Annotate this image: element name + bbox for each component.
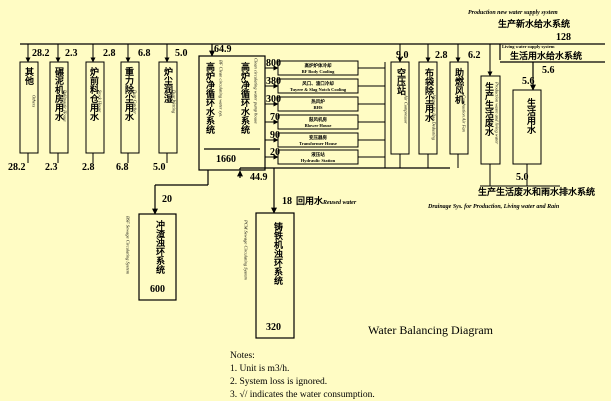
- supply-mains: [20, 43, 605, 91]
- sewage-systems: [138, 168, 295, 339]
- consumer-label-cn: 重力除尘用水: [124, 66, 135, 122]
- circ-user-label-en: Transformer House: [299, 141, 337, 146]
- right-consumer-en: Water for Bag Dedusting: [432, 95, 437, 141]
- circ-user-label-en: Hydraulic Station: [301, 158, 336, 163]
- circ-user-label-cn: 液压站: [311, 151, 325, 158]
- bf-circ-system: [152, 44, 450, 215]
- right-consumer-flow: 2.8: [435, 50, 448, 61]
- notes-header: Notes:: [230, 351, 255, 361]
- production-supply-en: Production new water supply system: [468, 10, 558, 16]
- circ-user-label-en: BF Body Cooling: [302, 69, 336, 74]
- note-item: 3. √/ indicates the water consumption.: [230, 389, 375, 400]
- right-consumer-en: Combustion Air Fan: [462, 95, 467, 133]
- consumer-box-others: [19, 61, 39, 154]
- circ-user-label-cn: 风口、渣口冷却: [302, 80, 334, 87]
- consumer-outflow: 28.2: [8, 162, 26, 173]
- circ-user-label-cn: 变压器房: [309, 134, 327, 141]
- right-consumer-cn: 助燃风机: [454, 67, 465, 105]
- bsf-sewage-cn: 冲渣浊环系统: [155, 219, 166, 275]
- bf-circ-return-flow: 44.9: [250, 172, 268, 183]
- consumer-label-en: Dust Wetting: [172, 89, 177, 114]
- circ-user-flow: 70: [270, 112, 280, 123]
- circ-user-flow: 300: [266, 94, 281, 105]
- consumer-inflow: 28.2: [32, 48, 50, 59]
- circ-user-flow: 800: [266, 58, 281, 69]
- living-supply-flow: 5.6: [542, 65, 555, 76]
- consumer-box-dust-catcher: [120, 61, 140, 154]
- prod-living-box-flow: 5.0: [516, 172, 529, 183]
- bf-circ-label-en2: Clean circulating water pump house: [254, 58, 259, 124]
- supply-total-flow: 128: [556, 32, 571, 43]
- drainage-en: Drainage Sys. for Production, Living wat…: [427, 204, 560, 210]
- right-consumer-flow: 6.2: [468, 50, 481, 61]
- consumer-inflow: 2.8: [103, 48, 116, 59]
- circ-user-label-cn: 热风炉: [311, 98, 325, 105]
- circ-user-label-en: Blower House: [305, 123, 332, 128]
- consumer-label-cn: 其他: [24, 66, 35, 86]
- consumer-outflow: 6.8: [116, 162, 129, 173]
- bsf-sewage-en: BSF Sewage Circulating System: [126, 216, 131, 275]
- circ-user-flow: 380: [266, 76, 281, 87]
- living-supply-cn: 生活用水给水系统: [510, 50, 582, 61]
- bf-circ-box: [198, 55, 266, 171]
- pcm-reuse-en: Reused water: [322, 200, 357, 206]
- circ-user-label-cn: 鼓风机房: [309, 116, 327, 123]
- consumer-box-ballmastir: [49, 61, 69, 154]
- production-supply-cn: 生产新水给水系统: [498, 18, 570, 29]
- bf-circ-label-cn2: 高炉净循环水系统: [240, 61, 251, 135]
- consumer-label-en: Ballmastir House: [63, 90, 68, 122]
- bf-circ-inflow: 64.9: [214, 44, 232, 55]
- bf-circ-blowdown: 20: [162, 194, 172, 205]
- circ-user-label-cn: 高炉炉体冷却: [305, 62, 332, 69]
- pcm-sewage-volume: 320: [266, 322, 281, 333]
- circ-user-label-en: Tuyere & Slag Notch Cooling: [290, 87, 347, 92]
- right-consumers: [390, 44, 560, 187]
- consumer-box-combustion-fan: [449, 61, 469, 155]
- left-consumers: [19, 44, 178, 163]
- right-consumer-cn: 布袋除尘用水: [424, 67, 435, 123]
- circ-user-label-en: BHS: [313, 105, 323, 110]
- circ-user-flow: 90: [270, 130, 280, 141]
- living-supply-en: Living water supply system: [502, 44, 555, 49]
- consumer-label-cn: 炉尘润湿: [163, 66, 173, 104]
- consumer-label-en: Others: [32, 95, 37, 107]
- circ-user-flow: 20: [270, 147, 280, 158]
- living-box-cn: 生活用水: [526, 97, 537, 135]
- bf-circ-label-cn: 高炉净循环水系统: [205, 61, 216, 135]
- consumer-outflow: 2.8: [82, 162, 95, 173]
- pcm-sewage-en: PCM Sewage Circulating System: [244, 219, 249, 280]
- bsf-sewage-box: [138, 213, 177, 301]
- consumer-inflow: 6.8: [138, 48, 151, 59]
- consumer-box-stock-house: [85, 61, 105, 154]
- pcm-sewage-flow: 18: [282, 196, 292, 207]
- prod-living-box-cn: 生产生活废水: [484, 81, 495, 137]
- prod-living-box-en: Production waste and living water: [495, 81, 500, 144]
- consumer-label-cn: 炉前料仓用水: [89, 66, 100, 122]
- bsf-sewage-volume: 600: [150, 284, 165, 295]
- diagram-title: Water Balancing Diagram: [368, 323, 494, 337]
- pcm-reuse-cn: 回用水: [296, 195, 324, 206]
- consumer-label-en: Dust Catcher: [133, 89, 138, 114]
- consumer-inflow: 2.3: [65, 48, 78, 59]
- circ-users: [265, 60, 386, 168]
- consumer-label-cn: 碾泥机房用水: [54, 67, 65, 122]
- consumer-label-en: Stock House: [98, 90, 103, 112]
- right-consumer-flow: 9.0: [396, 50, 409, 61]
- note-item: 2. System loss is ignored.: [230, 377, 327, 387]
- note-item: 1. Unit is m3/h.: [230, 364, 289, 374]
- right-consumer-en: Air Compressor: [404, 94, 409, 124]
- right-consumer-cn: 空压站: [396, 67, 406, 96]
- consumer-outflow: 5.0: [153, 162, 166, 173]
- consumer-inflow: 5.0: [175, 48, 188, 59]
- consumer-outflow: 2.3: [45, 162, 58, 173]
- pcm-sewage-box: [255, 212, 295, 339]
- pcm-sewage-cn: 铸铁机浊环系统: [273, 221, 283, 286]
- bf-circ-volume: 1660: [216, 154, 236, 165]
- bf-circ-label-en: BF Clean circulating water sys.: [219, 60, 224, 117]
- consumer-box-dust-wetting: [158, 61, 178, 154]
- living-box-flow: 5.6: [522, 76, 535, 87]
- drainage-cn: 生产生活废水和雨水排水系统: [478, 186, 595, 197]
